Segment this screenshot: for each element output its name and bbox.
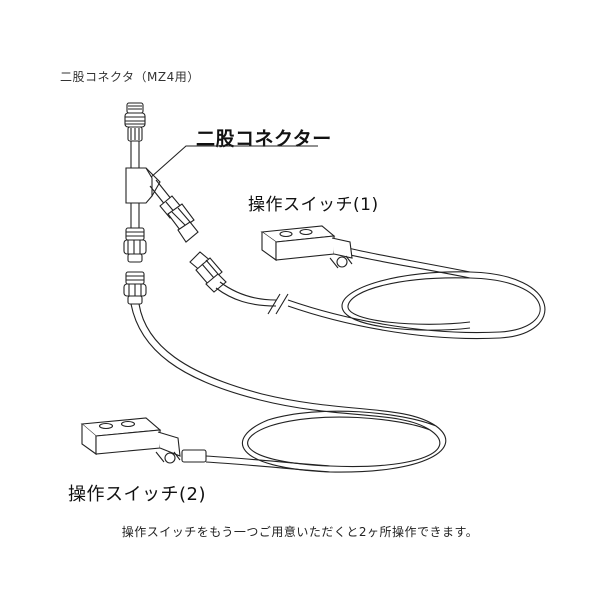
top-caption: 二股コネクタ（MZ4用） — [60, 70, 200, 84]
connector-label: 二股コネクター — [196, 128, 332, 150]
switch1-label: 操作スイッチ(1) — [248, 195, 379, 215]
switch1-cable-plug — [189, 251, 227, 293]
switch2-cable-plug — [123, 271, 147, 305]
connector-leader-line — [149, 145, 318, 179]
y-connector — [123, 102, 199, 263]
switch2-box — [80, 417, 207, 464]
switch1-cable — [189, 225, 546, 340]
top-plug — [124, 102, 146, 142]
switch2-label: 操作スイッチ(2) — [68, 484, 206, 505]
switch2-cable — [80, 271, 447, 473]
switch1-box — [260, 225, 353, 269]
branch-plug — [159, 195, 199, 243]
bottom-note: 操作スイッチをもう一つご用意いただくと2ヶ所操作できます。 — [121, 525, 479, 539]
bottom-plug — [123, 227, 147, 263]
